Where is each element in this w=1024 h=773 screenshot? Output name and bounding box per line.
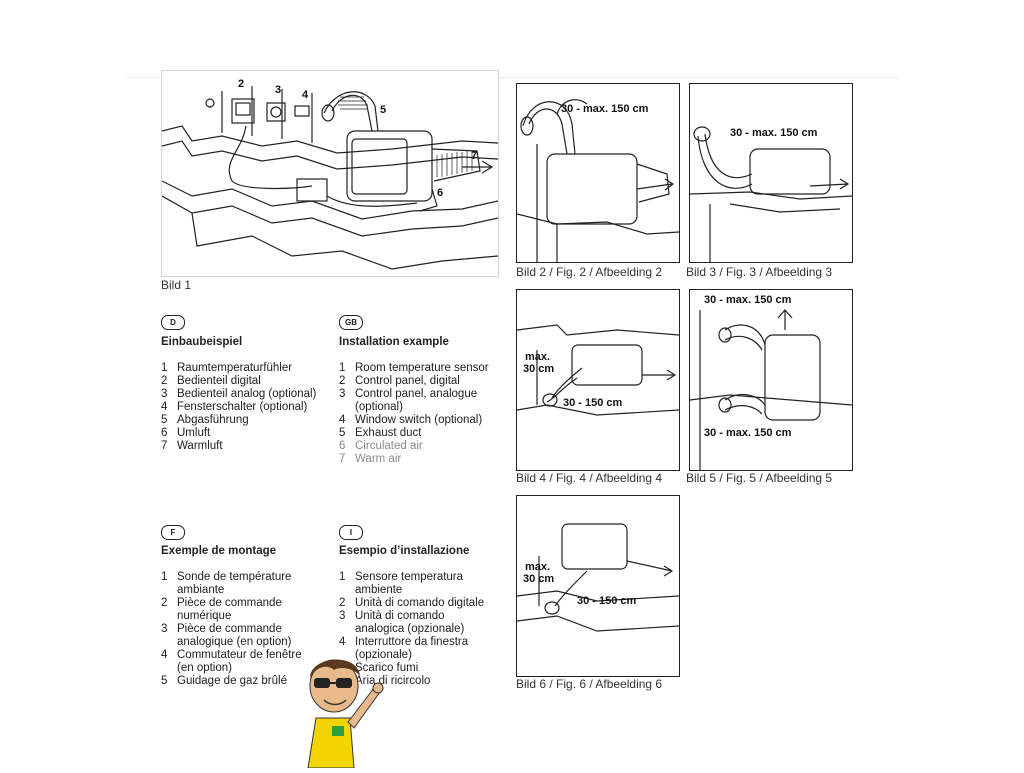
fig5-dimension-top: 30 - max. 150 cm — [704, 294, 792, 306]
language-badge-gb: GB — [339, 315, 363, 330]
figure-4-lower-exhaust: max. 30 cm 30 - 150 cm — [516, 289, 680, 471]
fig6-dimension-b: 30 - 150 cm — [577, 595, 637, 607]
section-title-de: Einbaubeispiel — [161, 336, 243, 348]
figure-1-caption: Bild 1 — [161, 278, 192, 292]
fig6-dimension-a-line1: max. — [525, 561, 550, 573]
figure-5-vertical-install: 30 - max. 150 cm 30 - max. 150 cm — [689, 289, 853, 471]
figure-3-caption: Bild 3 / Fig. 3 / Afbeelding 3 — [686, 265, 833, 279]
section-title-gb: Installation example — [339, 336, 449, 348]
figure-2-drawing: 30 - max. 150 cm — [517, 99, 679, 262]
list-item: Scarico fumi — [355, 662, 419, 674]
figure-6-drawing: max. 30 cm 30 - 150 cm — [517, 523, 679, 632]
figure-4-drawing: max. 30 cm 30 - 150 cm — [517, 324, 679, 416]
fig1-label-4: 4 — [302, 89, 309, 101]
figure-5-caption: Bild 5 / Fig. 5 / Afbeelding 5 — [686, 471, 833, 485]
mascot-drawing — [307, 659, 384, 769]
figure-2-caption: Bild 2 / Fig. 2 / Afbeelding 2 — [516, 265, 663, 279]
section-title-fr: Exemple de montage — [161, 545, 277, 557]
fig3-dimension: 30 - max. 150 cm — [730, 127, 818, 139]
fig6-dimension-a-line2: 30 cm — [523, 573, 554, 585]
list-item: (en option) — [177, 662, 232, 674]
figure-2-rear-exhaust: 30 - max. 150 cm — [516, 83, 680, 263]
list-item: ambiante — [177, 584, 225, 596]
section-title-it: Esempio d’installazione — [339, 545, 470, 557]
fig1-label-5: 5 — [380, 104, 386, 116]
fig1-label-3: 3 — [275, 84, 281, 96]
figure-3-side-exhaust: 30 - max. 150 cm — [689, 83, 853, 263]
fig4-dimension-a-line2: 30 cm — [523, 363, 554, 375]
fig4-dimension-b: 30 - 150 cm — [563, 397, 623, 409]
language-badge-it: I — [339, 525, 363, 540]
list-item: Aria di ricircolo — [355, 675, 431, 687]
cartoon-mascot — [296, 648, 386, 769]
figure-4-caption: Bild 4 / Fig. 4 / Afbeelding 4 — [516, 471, 663, 485]
list-item: (opzionale) — [355, 649, 412, 661]
language-badge-de: D — [161, 315, 185, 330]
figure-6-upper-install: max. 30 cm 30 - 150 cm — [516, 495, 680, 677]
list-item: numérique — [177, 610, 232, 622]
figure-1-drawing: 2 3 4 5 6 7 — [162, 78, 498, 270]
figure-6-caption: Bild 6 / Fig. 6 / Afbeelding 6 — [516, 677, 663, 691]
fig1-label-7: 7 — [471, 150, 477, 162]
language-badge-fr: F — [161, 525, 185, 540]
list-item: ambiente — [355, 584, 403, 596]
figure-1-installation-overview: 2 3 4 5 6 7 — [161, 70, 499, 277]
list-item: (optional) — [355, 401, 403, 413]
list-item: analogica (opzionale) — [355, 623, 465, 635]
figure-3-drawing: 30 - max. 150 cm — [690, 126, 852, 262]
page-top-rule — [125, 77, 900, 78]
fig4-dimension-a-line1: max. — [525, 351, 550, 363]
fig2-dimension: 30 - max. 150 cm — [561, 103, 649, 115]
fig5-dimension-bottom: 30 - max. 150 cm — [704, 427, 792, 439]
fig1-label-2: 2 — [238, 78, 244, 90]
fig1-label-6: 6 — [437, 187, 443, 199]
figure-5-drawing: 30 - max. 150 cm 30 - max. 150 cm — [690, 294, 852, 470]
list-item: analogique (en option) — [177, 636, 292, 648]
